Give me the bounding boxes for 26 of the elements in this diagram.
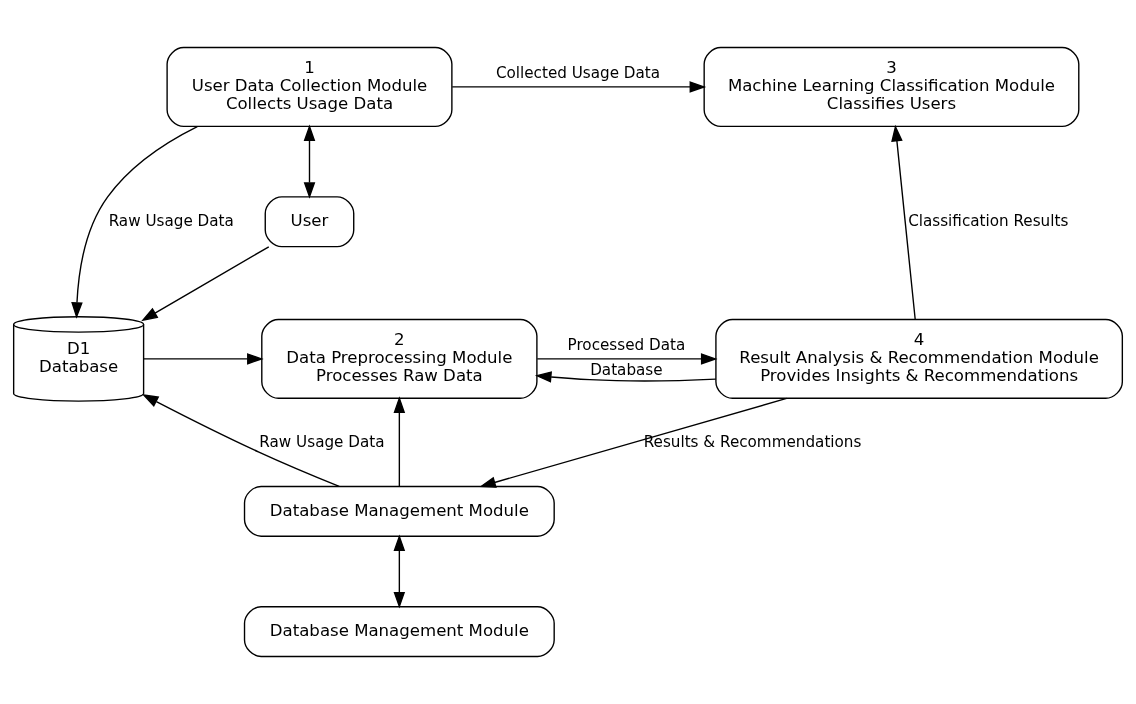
node-box: 1 User Data Collection Module Collects Usage Data — [166, 46, 453, 127]
edge-label: Processed Data — [567, 336, 686, 355]
node-box: Database Management Module — [243, 606, 555, 658]
edge-label: Classification Results — [908, 211, 1069, 230]
arrow — [141, 394, 340, 488]
edge-label: Results & Recommendations — [643, 433, 862, 452]
arrow — [393, 396, 406, 488]
arrow — [141, 246, 270, 322]
node-box: Database Management Module — [243, 485, 555, 537]
arrow — [393, 534, 406, 609]
edge-label: Raw Usage Data — [259, 433, 385, 452]
edge-label: Raw Usage Data — [108, 211, 234, 230]
node-box: 4 Result Analysis & Recommendation Module Provides Insights & Recommendations — [715, 318, 1124, 399]
arrow — [536, 353, 718, 365]
node-box: User — [264, 196, 355, 248]
edge-label: Collected Usage Data — [495, 64, 661, 83]
node-box: 2 Data Preprocessing Module Processes Raw Data — [261, 318, 538, 399]
node-box: 3 Machine Learning Classification Module Classifies Users — [703, 46, 1080, 127]
arrow — [143, 353, 264, 365]
arrow — [479, 397, 788, 488]
arrow — [891, 124, 916, 321]
edge-label: Database — [590, 361, 663, 380]
arrow — [534, 371, 717, 383]
arrow — [71, 125, 198, 319]
arrow — [451, 81, 707, 93]
arrow — [303, 124, 316, 199]
